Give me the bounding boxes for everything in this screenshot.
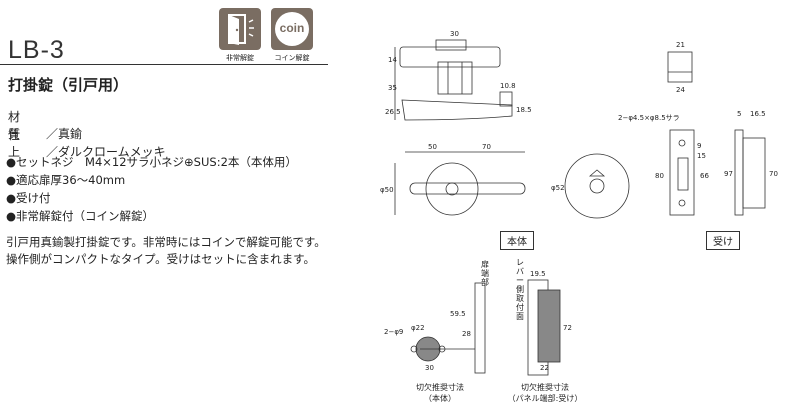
dim-18-5: 18.5 xyxy=(516,106,532,114)
bullet-strike: ●受け付 xyxy=(6,191,51,205)
dim-26-5: 26.5 xyxy=(385,108,401,116)
bullet-screw: ●セットネジ M4×12サラ小ネジ⊕SUS:2本（本体用） xyxy=(6,155,297,169)
lever-side-label: レバー側取付面 xyxy=(516,258,524,321)
product-title: LB-3 xyxy=(8,36,65,64)
body-front-view xyxy=(394,151,526,216)
strike-label: 受け xyxy=(706,231,740,250)
door-edge-label: 扉端部 xyxy=(481,260,489,287)
spec-value: ／真鍮 xyxy=(46,127,83,141)
emergency-unlock-caption: 非常解錠 xyxy=(226,54,254,62)
dim-16-5: 16.5 xyxy=(750,110,766,118)
dim-phi52: φ52 xyxy=(551,184,565,192)
coin-unlock-caption: コイン解錠 xyxy=(274,54,310,62)
bullet-door-thickness: ●適応扉厚36～40mm xyxy=(6,173,126,187)
title-divider xyxy=(0,64,328,65)
cutout-body xyxy=(410,282,486,374)
dim-phi22: φ22 xyxy=(411,324,425,332)
bullet-emergency: ●非常解錠付（コイン解錠） xyxy=(6,209,155,223)
dim-19-5: 19.5 xyxy=(530,270,546,278)
coin-icon xyxy=(275,12,309,46)
dim-22: 22 xyxy=(540,364,549,372)
emergency-unlock-badge xyxy=(219,8,261,50)
dim-2-phi9: 2−φ9 xyxy=(384,328,403,336)
dim-59-5: 59.5 xyxy=(450,310,466,318)
dim-10-8: 10.8 xyxy=(500,82,516,90)
coin-label: coin xyxy=(279,21,305,35)
spec-finish: 仕上 ／ダルクロームメッキ xyxy=(8,126,166,160)
cutout-body-subcaption: （本体） xyxy=(424,394,456,403)
dim-80: 80 xyxy=(655,172,664,180)
cutout-strike-caption: 切欠推奨寸法 xyxy=(521,383,569,392)
dim-5: 5 xyxy=(737,110,741,118)
dim-21: 21 xyxy=(676,41,685,49)
spec-material: 材質 ／真鍮 xyxy=(8,108,82,142)
door-exit-icon xyxy=(228,14,254,45)
spec-key: 材質 xyxy=(8,110,39,141)
dim-30-cutout: 30 xyxy=(425,364,434,372)
dim-9: 9 xyxy=(697,142,701,150)
product-subtitle: 打掛錠（引戸用） xyxy=(8,76,129,94)
dim-30: 30 xyxy=(450,30,459,38)
body-back-view xyxy=(564,153,630,219)
coin-unlock-badge: coin xyxy=(271,8,313,50)
spec-value: ／ダルクロームメッキ xyxy=(46,145,166,159)
cutout-body-caption: 切欠推奨寸法 xyxy=(416,383,464,392)
cutout-strike-subcaption: （パネル端部:受け） xyxy=(507,394,583,403)
spec-key: 仕上 xyxy=(8,128,39,159)
cutout-strike xyxy=(527,279,561,376)
dim-72: 72 xyxy=(563,324,572,332)
dim-phi50: φ50 xyxy=(380,186,394,194)
dim-50: 50 xyxy=(428,143,437,151)
body-side-view xyxy=(394,39,513,121)
product-description: 引戸用真鍮製打掛錠です。非常時にはコインで解錠可能です。操作側がコンパクトなタイ… xyxy=(6,235,326,266)
dim-70: 70 xyxy=(482,143,491,151)
dim-24: 24 xyxy=(676,86,685,94)
dim-97: 97 xyxy=(724,170,733,178)
dimension-labels: 30 14 35 26.5 10.8 18.5 50 70 φ50 φ52 21… xyxy=(380,30,778,372)
body-label: 本体 xyxy=(500,231,534,250)
strike-views xyxy=(667,51,766,216)
dim-28: 28 xyxy=(462,330,471,338)
dim-35: 35 xyxy=(388,84,397,92)
dim-66: 66 xyxy=(700,172,709,180)
dim-holes: 2−φ4.5×φ8.5サラ xyxy=(618,114,680,122)
dim-70-strike: 70 xyxy=(769,170,778,178)
dim-14: 14 xyxy=(388,56,397,64)
dim-15: 15 xyxy=(697,152,706,160)
